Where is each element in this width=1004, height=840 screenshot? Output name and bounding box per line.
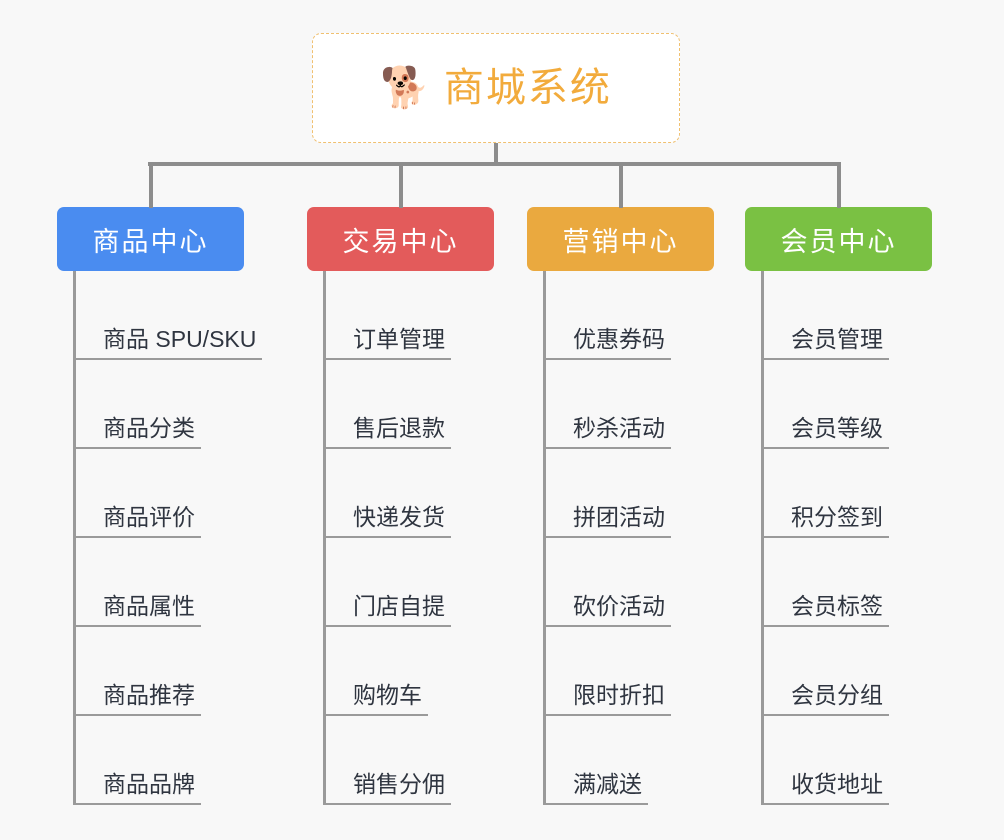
leaf-label: 砍价活动 [543,592,671,627]
list-item[interactable]: 收货地址 [761,716,889,805]
leaf-label: 限时折扣 [543,681,671,716]
leaf-list-2: 订单管理售后退款快递发货门店自提购物车销售分佣 [323,271,451,805]
list-item[interactable]: 砍价活动 [543,538,671,627]
list-item[interactable]: 销售分佣 [323,716,451,805]
leaf-label: 快递发货 [323,503,451,538]
leaf-label: 秒杀活动 [543,414,671,449]
list-item[interactable]: 商品品牌 [73,716,262,805]
leaf-label: 会员标签 [761,592,889,627]
branch-spine-4 [761,271,764,805]
leaf-label: 会员管理 [761,325,889,360]
leaf-label: 满减送 [543,770,648,805]
connector-drop-1 [148,162,153,208]
list-item[interactable]: 秒杀活动 [543,360,671,449]
leaf-label: 商品推荐 [73,681,201,716]
leaf-list-4: 会员管理会员等级积分签到会员标签会员分组收货地址 [761,271,889,805]
list-item[interactable]: 限时折扣 [543,627,671,716]
list-item[interactable]: 售后退款 [323,360,451,449]
leaf-label: 购物车 [323,681,428,716]
connector-horizontal-bus [148,162,840,166]
list-item[interactable]: 会员等级 [761,360,889,449]
branch-header-3[interactable]: 营销中心 [527,207,714,271]
list-item[interactable]: 商品 SPU/SKU [73,271,263,360]
list-item[interactable]: 订单管理 [323,271,451,360]
list-item[interactable]: 门店自提 [323,538,451,627]
leaf-label: 商品品牌 [73,770,201,805]
list-item[interactable]: 优惠券码 [543,271,671,360]
branch-1: 商品中心商品 SPU/SKU 商品分类商品评价商品属性商品推荐商品品牌 [57,207,263,805]
branch-4: 会员中心会员管理会员等级积分签到会员标签会员分组收货地址 [745,207,932,805]
connector-drop-2 [398,162,403,208]
branch-spine-1 [73,271,76,805]
leaf-label: 商品 SPU/SKU [73,325,263,360]
leaf-label: 收货地址 [761,770,889,805]
list-item[interactable]: 快递发货 [323,449,451,538]
leaf-list-1: 商品 SPU/SKU 商品分类商品评价商品属性商品推荐商品品牌 [73,271,263,805]
leaf-label: 销售分佣 [323,770,451,805]
list-item[interactable]: 商品推荐 [73,627,262,716]
list-item[interactable]: 商品分类 [73,360,262,449]
branch-header-4[interactable]: 会员中心 [745,207,932,271]
leaf-label: 拼团活动 [543,503,671,538]
branch-3: 营销中心优惠券码秒杀活动拼团活动砍价活动限时折扣满减送 [527,207,714,805]
leaf-label: 商品分类 [73,414,201,449]
branch-header-2[interactable]: 交易中心 [307,207,494,271]
list-item[interactable]: 满减送 [543,716,671,805]
list-item[interactable]: 商品属性 [73,538,262,627]
list-item[interactable]: 积分签到 [761,449,889,538]
leaf-label: 商品属性 [73,592,201,627]
root-title: 商城系统 [443,66,612,110]
list-item[interactable]: 会员分组 [761,627,889,716]
branch-2: 交易中心订单管理售后退款快递发货门店自提购物车销售分佣 [307,207,494,805]
leaf-list-3: 优惠券码秒杀活动拼团活动砍价活动限时折扣满减送 [543,271,671,805]
branch-header-1[interactable]: 商品中心 [57,207,244,271]
list-item[interactable]: 会员管理 [761,271,889,360]
leaf-label: 优惠券码 [543,325,671,360]
leaf-label: 会员等级 [761,414,889,449]
leaf-label: 订单管理 [323,325,451,360]
leaf-label: 会员分组 [761,681,889,716]
leaf-label: 商品评价 [73,503,201,538]
root-node[interactable]: 🐕 商城系统 [312,33,680,143]
shiba-dog-icon: 🐕 [380,66,430,110]
branch-spine-3 [543,271,546,805]
leaf-label: 积分签到 [761,503,889,538]
list-item[interactable]: 购物车 [323,627,451,716]
leaf-label: 门店自提 [323,592,451,627]
list-item[interactable]: 会员标签 [761,538,889,627]
leaf-label: 售后退款 [323,414,451,449]
list-item[interactable]: 商品评价 [73,449,262,538]
connector-root-stem [494,143,498,164]
connector-drop-3 [618,162,623,208]
connector-drop-4 [836,162,841,208]
branch-spine-2 [323,271,326,805]
list-item[interactable]: 拼团活动 [543,449,671,538]
